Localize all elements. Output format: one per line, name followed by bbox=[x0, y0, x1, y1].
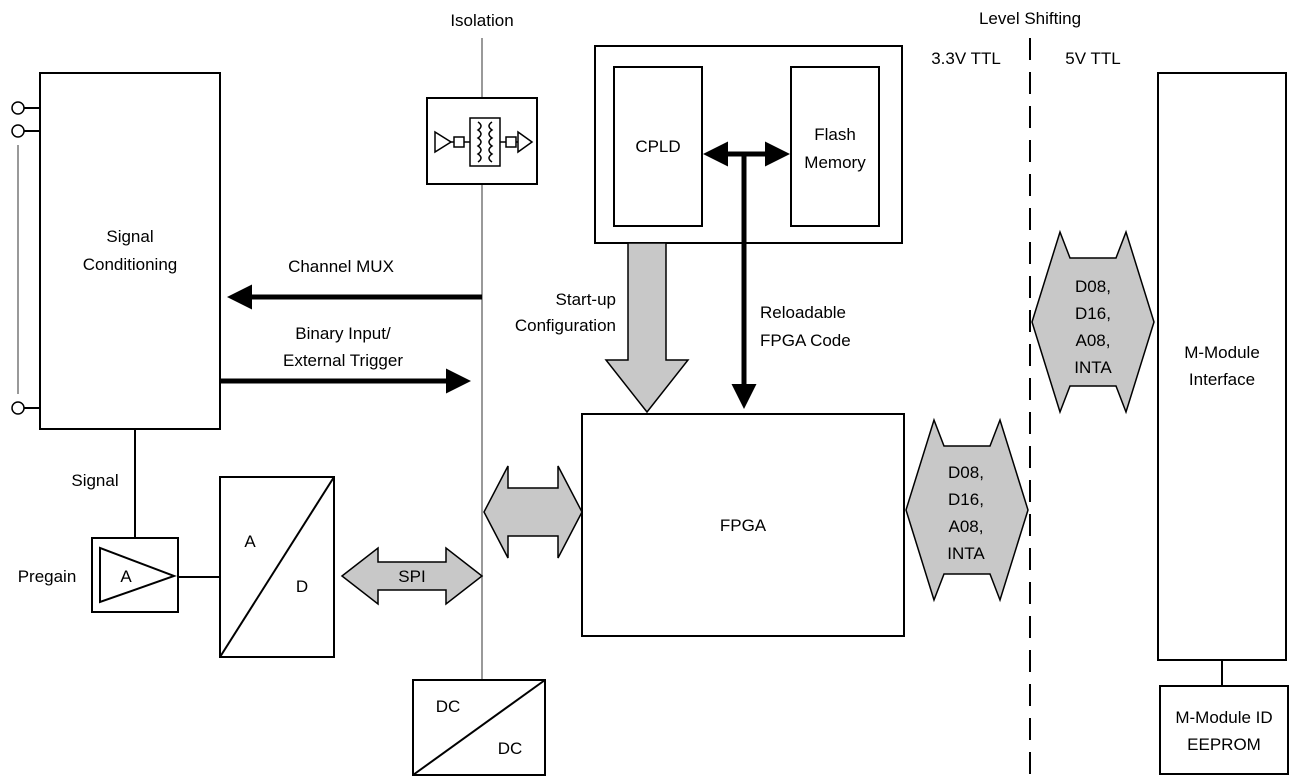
mmodule-bus-arrow bbox=[1031, 229, 1155, 415]
fpga-bus-label-2: D16, bbox=[948, 490, 984, 509]
fpga-bus-label-1: D08, bbox=[948, 463, 984, 482]
startup-config-label-2: Configuration bbox=[515, 316, 616, 335]
reloadable-code-label-1: Reloadable bbox=[760, 303, 846, 322]
mmodule-id-label-2: EEPROM bbox=[1187, 735, 1261, 754]
mmodule-bus-label-1: D08, bbox=[1075, 277, 1111, 296]
fpga-bus-label-3: A08, bbox=[949, 517, 984, 536]
isolation-label: Isolation bbox=[450, 11, 513, 30]
mmodule-bus-label-2: D16, bbox=[1075, 304, 1111, 323]
fpga-label: FPGA bbox=[720, 516, 767, 535]
isolation-transformer-icon bbox=[426, 97, 538, 185]
mmodule-interface-block bbox=[1157, 72, 1287, 661]
cpld-block bbox=[613, 66, 703, 227]
mmodule-id-eeprom-block bbox=[1159, 685, 1289, 775]
fpga-block bbox=[581, 413, 905, 637]
signal-conditioning-block bbox=[39, 72, 221, 430]
adc-diagonal bbox=[219, 476, 335, 658]
signal-conditioning-label-2: Conditioning bbox=[83, 255, 178, 274]
adc-d-label: D bbox=[296, 577, 308, 596]
binary-input-label-2: External Trigger bbox=[283, 351, 403, 370]
mmodule-bus-label-4: INTA bbox=[1074, 358, 1112, 377]
adc-a-label: A bbox=[244, 532, 256, 551]
fpga-bus-arrow bbox=[905, 417, 1029, 603]
dc-top-label: DC bbox=[436, 697, 461, 716]
flash-memory-label-1: Flash bbox=[814, 125, 856, 144]
signal-label: Signal bbox=[71, 471, 118, 490]
amplifier-label: A bbox=[120, 567, 132, 586]
signal-conditioning-label-1: Signal bbox=[106, 227, 153, 246]
ttl-33-label: 3.3V TTL bbox=[931, 49, 1001, 68]
mmodule-id-label-1: M-Module ID bbox=[1175, 708, 1272, 727]
binary-input-label-1: Binary Input/ bbox=[295, 324, 391, 343]
spi-label: SPI bbox=[398, 567, 425, 586]
startup-config-arrow bbox=[604, 242, 690, 414]
isolation-fpga-arrow bbox=[483, 465, 583, 559]
cpld-label: CPLD bbox=[635, 137, 680, 156]
dc-bottom-label: DC bbox=[498, 739, 523, 758]
reloadable-code-label-2: FPGA Code bbox=[760, 331, 851, 350]
channel-mux-label: Channel MUX bbox=[288, 257, 394, 276]
mmodule-bus-label-3: A08, bbox=[1076, 331, 1111, 350]
amplifier-icon bbox=[99, 546, 177, 604]
flash-memory-label-2: Memory bbox=[804, 153, 866, 172]
startup-config-label-1: Start-up bbox=[556, 290, 616, 309]
mmodule-interface-label-2: Interface bbox=[1189, 370, 1255, 389]
ttl-5-label: 5V TTL bbox=[1065, 49, 1120, 68]
dcdc-diagonal bbox=[412, 679, 546, 776]
flash-memory-block bbox=[790, 66, 880, 227]
fpga-bus-label-4: INTA bbox=[947, 544, 985, 563]
level-shifting-label: Level Shifting bbox=[979, 9, 1081, 28]
input-terminals bbox=[11, 101, 40, 415]
mmodule-interface-label-1: M-Module bbox=[1184, 343, 1260, 362]
pregain-label: Pregain bbox=[18, 567, 77, 586]
spi-arrow bbox=[340, 546, 484, 606]
